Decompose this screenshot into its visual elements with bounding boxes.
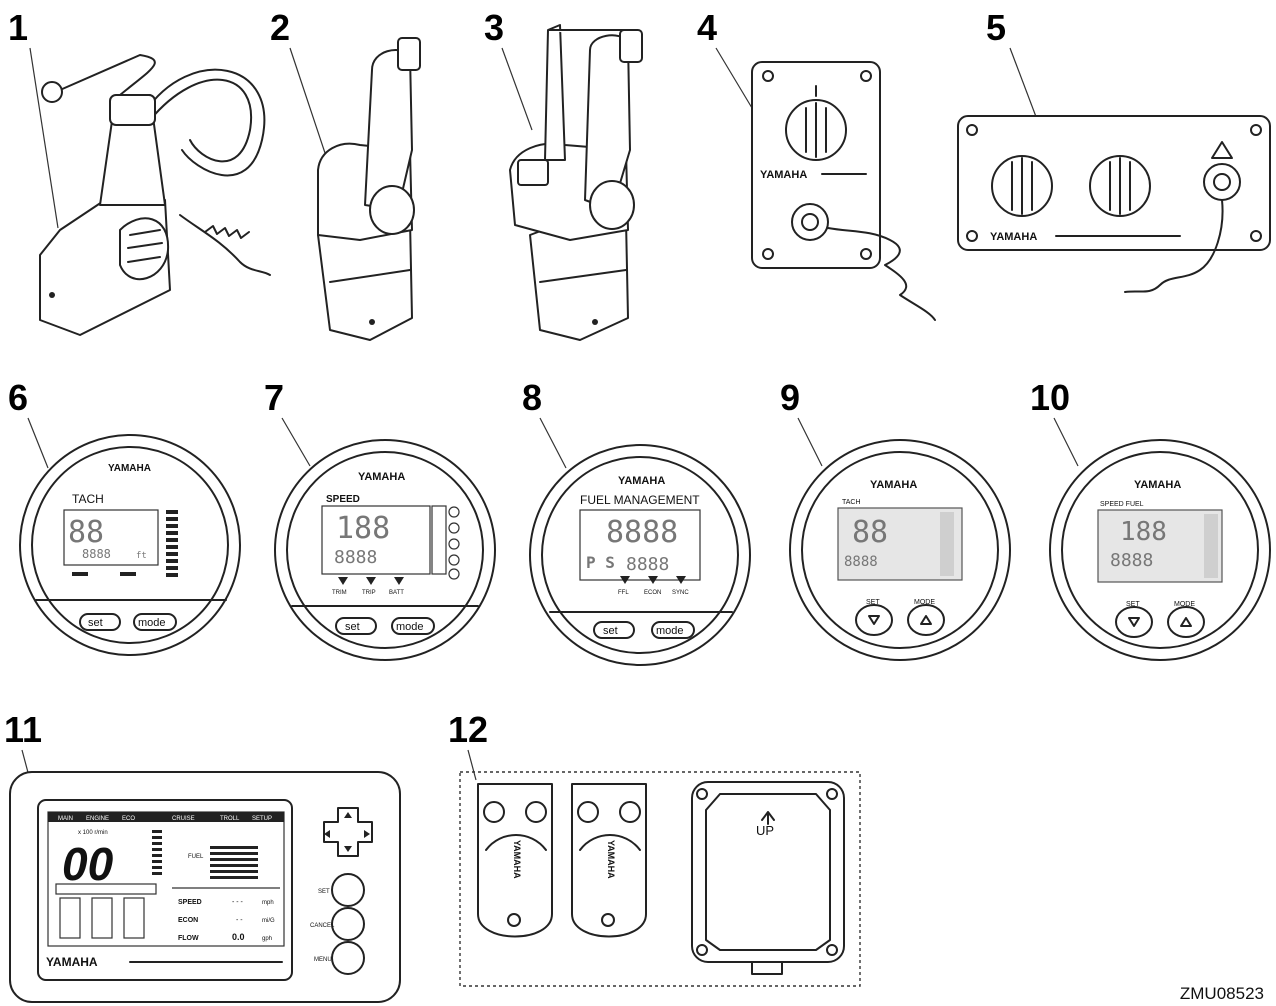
mfd-tab-troll: TROLL [220, 816, 240, 822]
mode-button-label-10: MODE [1174, 601, 1195, 608]
gauge-fuel-management: YAMAHA FUEL MANAGEMENT 8888 P S 8888 FFL… [529, 444, 751, 666]
tach-unit: ft [136, 551, 147, 561]
mfd-speed-label: SPEED [178, 899, 202, 906]
main-switch-panel-single: YAMAHA [751, 61, 936, 321]
speed-sub-digits: 8888 [334, 547, 377, 568]
mfd-rpm-unit: x 100 r/min [78, 830, 108, 836]
fuel-main-digits: 8888 [606, 515, 678, 550]
main-switch-panel-dual: YAMAHA [957, 115, 1271, 293]
mfd-tab-eco: ECO [122, 816, 135, 822]
remote-control-top-mount-single [317, 37, 421, 341]
mfd-digits: 00 [62, 838, 114, 890]
tach-hours-digits: 8888 [82, 547, 111, 561]
fob1-brand-label: YAMAHA [512, 840, 522, 879]
mode-button-label-6: mode [138, 617, 166, 629]
set-button-label-9: SET [866, 599, 880, 606]
figure-code: ZMU08523 [1179, 984, 1264, 1003]
mfd-flow-unit: gph [262, 936, 272, 942]
tach-digits: 88 [68, 515, 104, 550]
mfd-tab-setup: SETUP [252, 816, 272, 822]
tach-label: TACH [72, 492, 104, 506]
set-button-label-10: SET [1126, 601, 1140, 608]
mfd-speed-value: - - - [232, 899, 244, 906]
mfd-tab-main: MAIN [58, 816, 73, 822]
fuel-management-label: FUEL MANAGEMENT [580, 493, 700, 507]
fuel-ps-label: P S [586, 553, 615, 572]
gauge-digital-speed-fuel: YAMAHA SPEED FUEL 188 8888 SET MODE [1049, 439, 1271, 661]
digital-tach-digits: 88 [852, 515, 888, 550]
mfd-econ-label: ECON [178, 917, 198, 924]
speed-label: SPEED [326, 494, 360, 505]
speed-fuel-digits: 188 [1120, 517, 1167, 547]
mode-button-label-8: mode [656, 625, 684, 637]
mode-button-label-9: MODE [914, 599, 935, 606]
brand-label-10: YAMAHA [1134, 479, 1181, 491]
multifunction-display: MAIN ENGINE ECO CRUISE TROLL SETUP x 100… [9, 771, 401, 1003]
set-button-label-7: set [345, 621, 360, 633]
remote-control-side-mount [39, 54, 271, 336]
brand-label-9: YAMAHA [870, 479, 917, 491]
mfd-tab-engine: ENGINE [86, 816, 109, 822]
callout-9: 9 [780, 377, 800, 418]
set-button-label-8: set [603, 625, 618, 637]
brand-label-7: YAMAHA [358, 471, 405, 483]
mfd-fuel-label: FUEL [188, 854, 204, 860]
fuel-sub-digits: 8888 [626, 554, 669, 575]
mode-button-label-7: mode [396, 621, 424, 633]
callout-11: 11 [4, 709, 42, 750]
fuel-mark-sync: SYNC [672, 590, 689, 596]
mfd-tab-cruise: CRUISE [172, 816, 195, 822]
fuel-mark-ffl: FFL [618, 590, 629, 596]
mfd-brand-label: YAMAHA [46, 955, 98, 969]
callout-5: 5 [986, 7, 1006, 48]
mfd-cancel-button-label: CANCEL [310, 923, 335, 929]
gauge-speedometer: YAMAHA SPEED 188 8888 TRIM TRIP BATT set… [274, 439, 496, 661]
remote-fob-kit: YAMAHA YAMAHA UP [459, 771, 861, 987]
mfd-econ-value: - - [236, 917, 243, 924]
mfd-speed-unit: mph [262, 900, 274, 906]
speed-digits: 188 [336, 511, 390, 546]
callout-10: 10 [1030, 377, 1070, 418]
brand-label-4: YAMAHA [760, 169, 807, 181]
speed-mark-trim: TRIM [332, 590, 347, 596]
mfd-set-button-label: SET [318, 889, 330, 895]
set-button-label-6: set [88, 617, 103, 629]
gauge-tachometer: YAMAHA TACH 88 8888 ft set mode [19, 434, 241, 656]
callout-6: 6 [8, 377, 28, 418]
mfd-flow-label: FLOW [178, 935, 199, 942]
callout-1: 1 [8, 7, 28, 48]
speed-fuel-sub-digits: 8888 [1110, 550, 1153, 571]
speed-mark-trip: TRIP [362, 590, 376, 596]
mfd-menu-button-label: MENU [314, 957, 332, 963]
receiver-up-label: UP [756, 823, 774, 838]
callout-7: 7 [264, 377, 284, 418]
callout-12: 12 [448, 709, 488, 750]
mfd-econ-unit: mi/G [262, 918, 275, 924]
callout-3: 3 [484, 7, 504, 48]
speed-fuel-label: SPEED FUEL [1100, 501, 1144, 508]
callout-8: 8 [522, 377, 542, 418]
fob2-brand-label: YAMAHA [606, 840, 616, 879]
callout-4: 4 [697, 7, 717, 48]
fuel-mark-econ: ECON [644, 590, 661, 596]
speed-mark-batt: BATT [389, 590, 404, 596]
gauge-digital-tachometer: YAMAHA TACH 88 8888 SET MODE [789, 439, 1011, 661]
brand-label-6: YAMAHA [108, 463, 151, 474]
callout-2: 2 [270, 7, 290, 48]
digital-tach-sub-digits: 8888 [844, 554, 878, 570]
mfd-flow-value: 0.0 [232, 932, 245, 942]
brand-label-8: YAMAHA [618, 475, 665, 487]
brand-label-5: YAMAHA [990, 231, 1037, 243]
digital-tach-label: TACH [842, 499, 861, 506]
remote-control-top-mount-dual [509, 24, 643, 341]
leader-lines [21, 47, 1079, 781]
